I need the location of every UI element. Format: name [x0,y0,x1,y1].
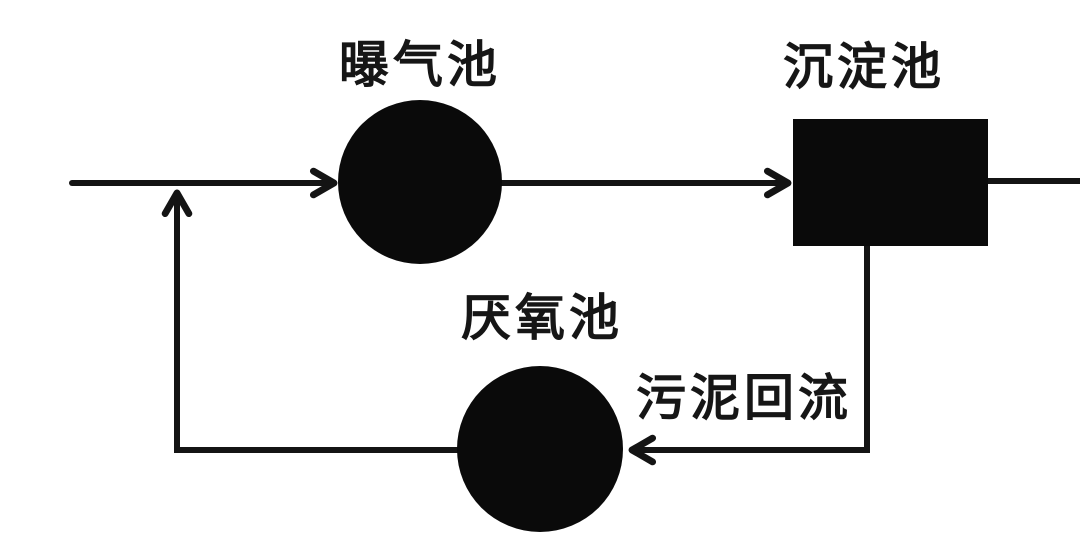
sludge-return-label: 污泥回流 [636,369,852,427]
aeration-tank-label: 曝气池 [339,36,501,94]
edge-anaerobic-to-inlet [161,189,460,453]
anaerobic-tank-label: 厌氧池 [461,289,623,347]
sedimentation-tank-node [793,119,988,246]
aeration-tank-node [338,100,502,264]
edge-sludge-return [628,244,870,466]
sedimentation-tank-label: 沉淀池 [783,38,945,96]
anaerobic-tank-node [457,366,623,532]
